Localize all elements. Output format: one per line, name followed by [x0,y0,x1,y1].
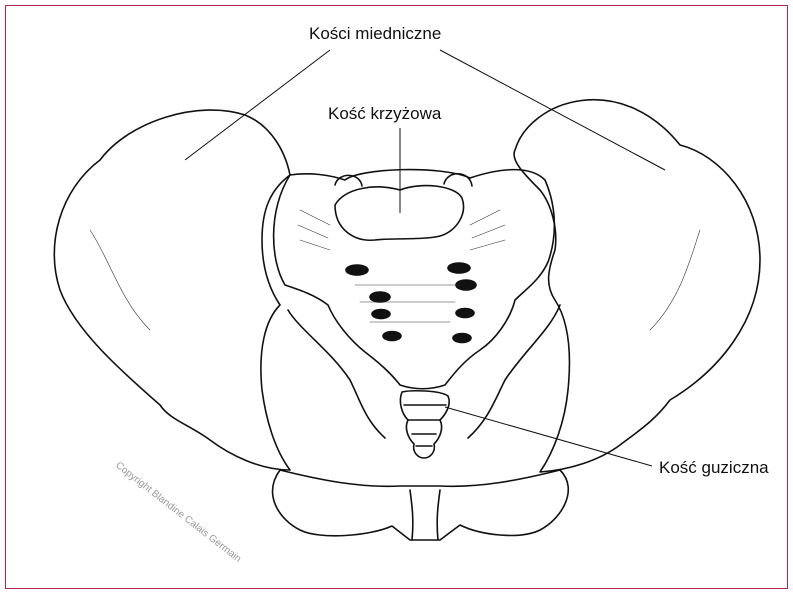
sacral-foramen [453,334,471,343]
label-coccyx: Kość guziczna [659,458,769,478]
leader-pelvic-left [185,50,330,160]
left-ilium [54,110,290,470]
sacral-foramen [448,263,470,273]
label-pelvic-bones: Kości miedniczne [309,24,441,44]
leader-pelvic-right [440,50,665,170]
sacral-promontory [335,186,463,241]
sacral-foramen [370,292,390,302]
label-sacrum: Kość krzyżowa [328,104,441,124]
pubic-arch [273,470,569,540]
sacrum [274,170,555,389]
pubic-symphysis [410,490,440,540]
sacral-foramen [456,309,474,318]
coccyx [400,391,449,458]
sacral-foramen [346,265,368,275]
sacral-foramen [372,310,390,319]
sacral-foramen [383,332,401,341]
